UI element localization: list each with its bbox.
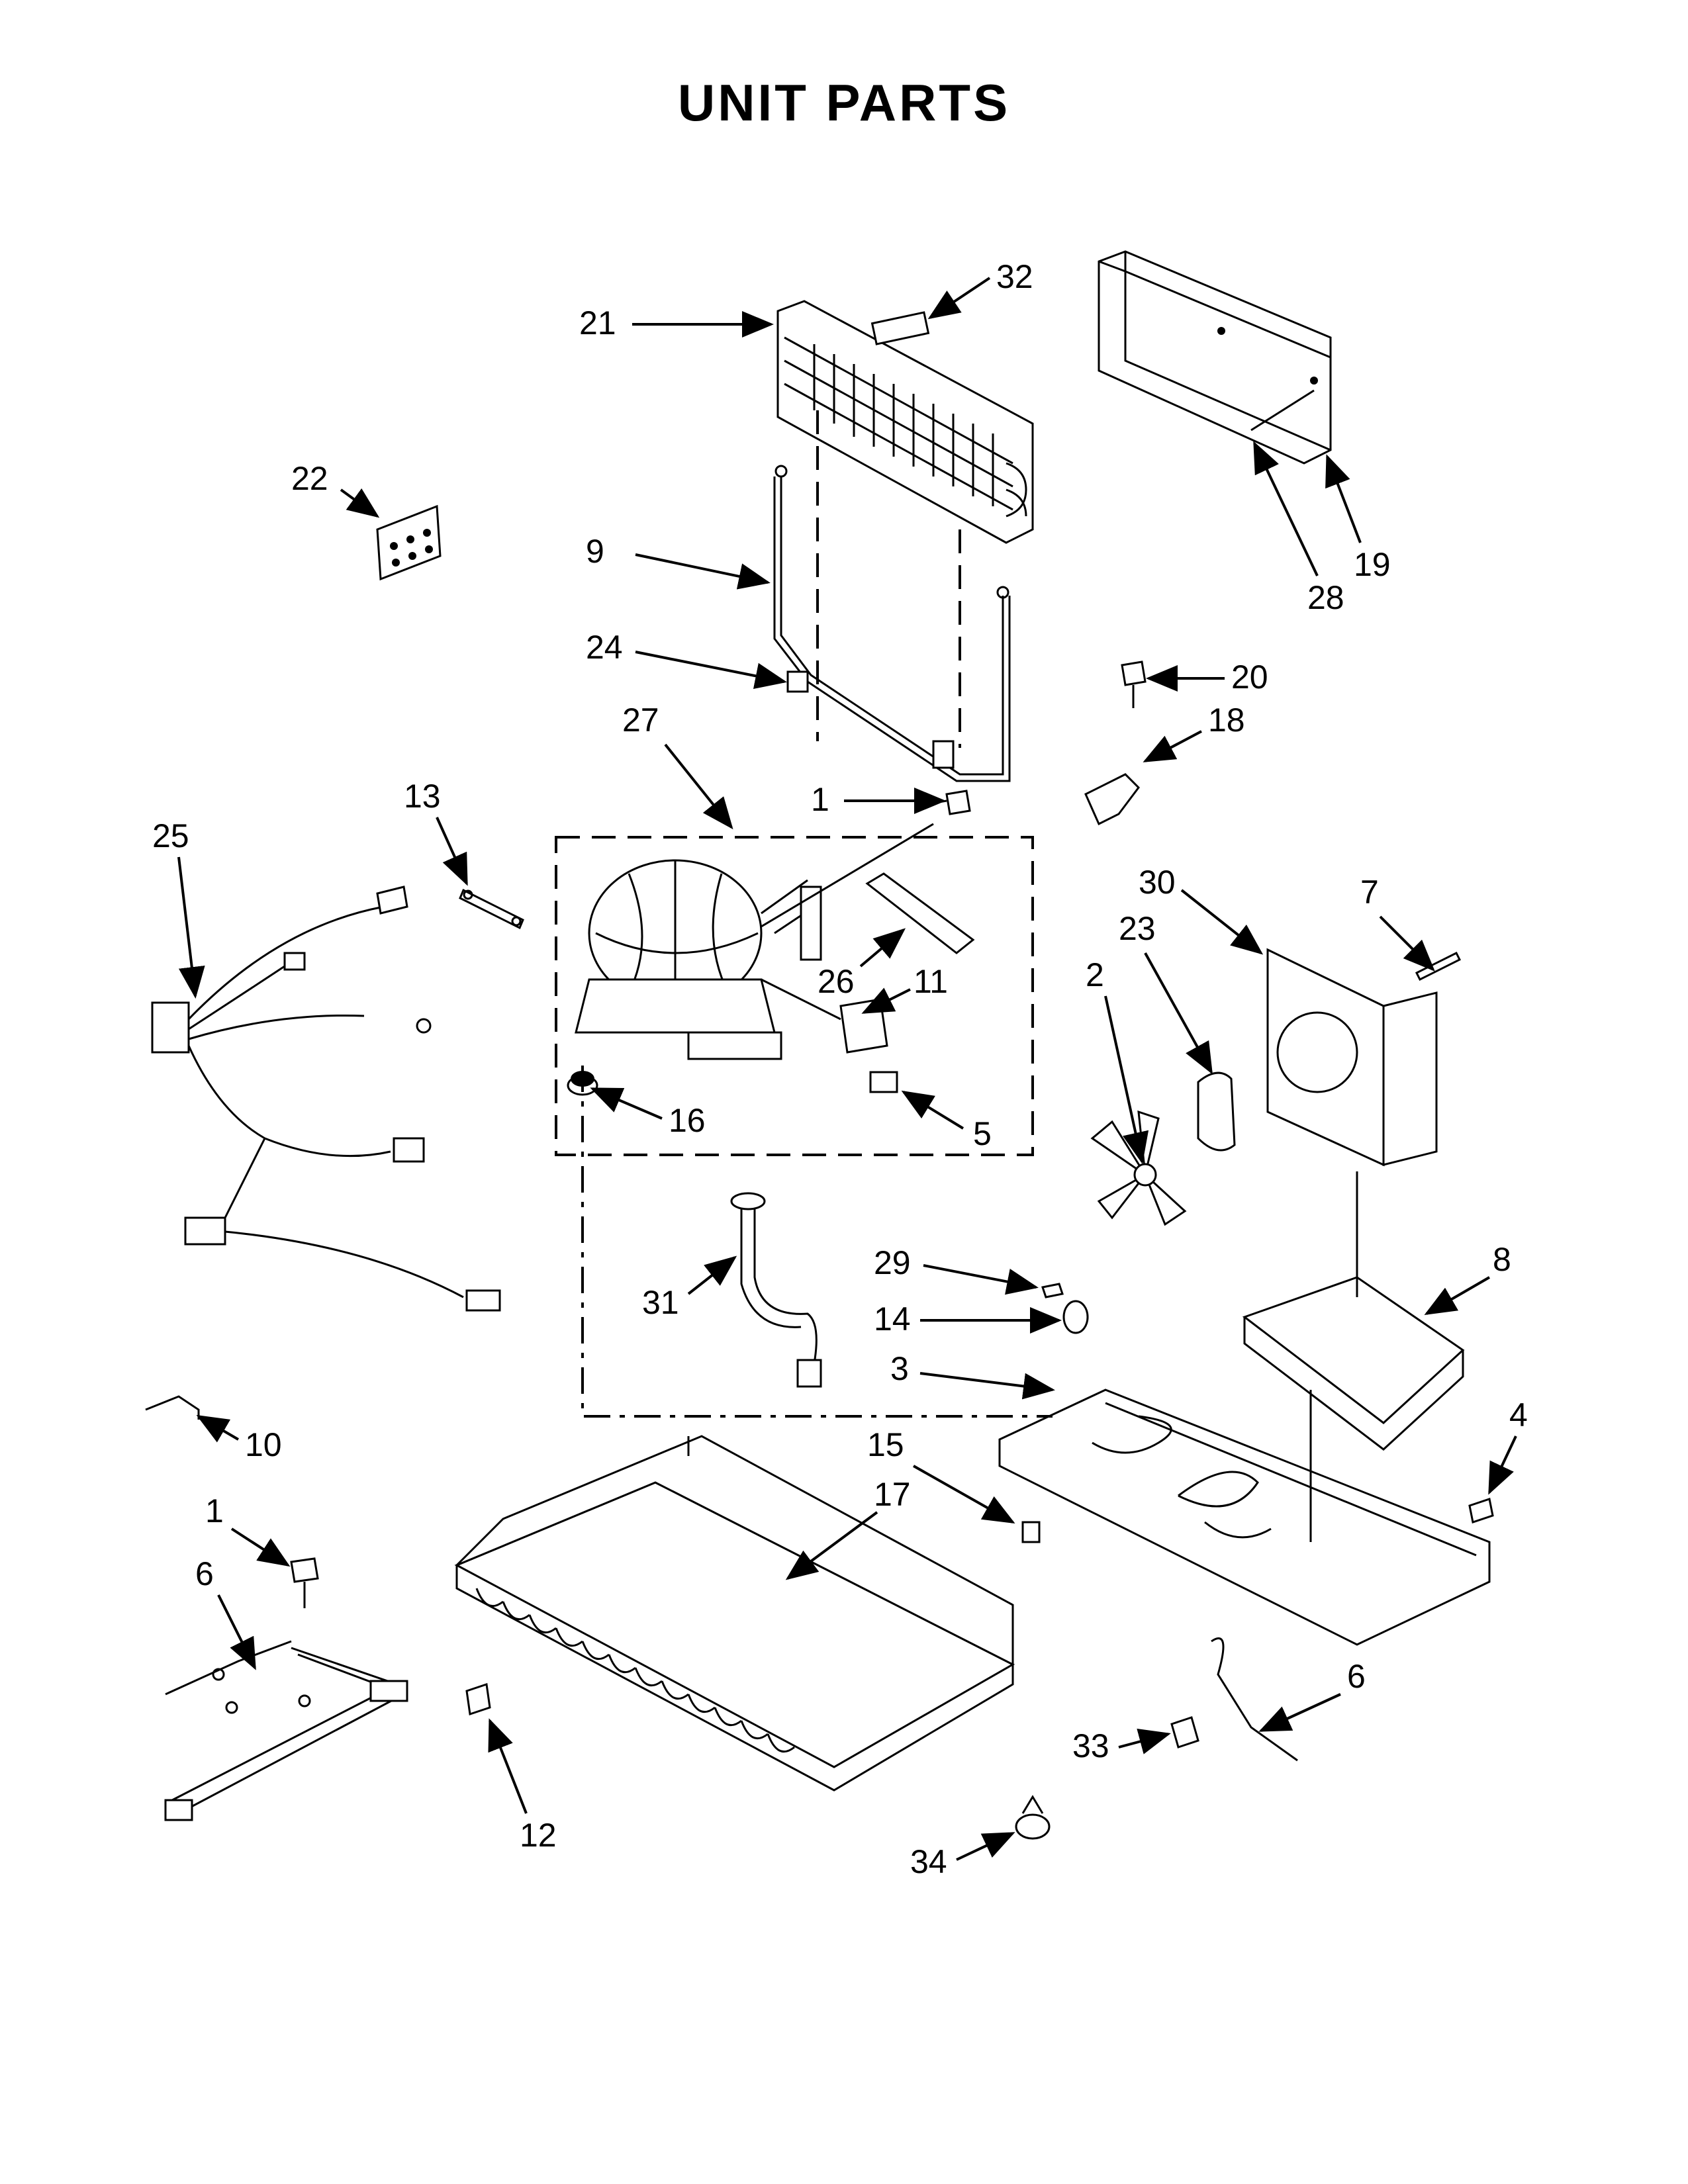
callout-4: 4: [1509, 1396, 1528, 1433]
callout-10: 9: [586, 533, 604, 570]
callout-8: 8: [1493, 1241, 1511, 1278]
callout-21: 20: [1231, 659, 1268, 696]
control-board: [376, 504, 442, 581]
callout-14: 13: [404, 778, 441, 815]
capacitor-34: [1170, 1716, 1199, 1749]
callout-labels: 32 21 22 9 24 19 28 20 18 27 1 13 25 30 …: [152, 258, 1528, 1880]
callout-3: 3: [890, 1350, 909, 1387]
callout-15: 14: [874, 1300, 911, 1338]
callout-17: 16: [669, 1102, 706, 1139]
base-tray: [998, 1304, 1491, 1646]
fan-shroud: [1266, 948, 1438, 1167]
fitting-35: [1015, 1795, 1051, 1840]
callout-34: 33: [1072, 1727, 1109, 1764]
defrost-heater: [773, 465, 1011, 782]
callout-11: 10: [245, 1426, 282, 1463]
wire-harness: [151, 886, 501, 1312]
callout-31: 30: [1139, 864, 1176, 901]
evaporator-coil: [776, 300, 1034, 544]
callout-2: 2: [1086, 956, 1104, 993]
callout-23: 22: [291, 460, 328, 497]
screw-4: [1468, 1498, 1494, 1524]
callout-6: 6: [1347, 1658, 1366, 1695]
guide-line: [1309, 1171, 1358, 1542]
callout-28: 27: [622, 702, 659, 739]
callout-5: 5: [973, 1115, 992, 1152]
compressor-bolt: [926, 790, 971, 815]
bracket-19: [1084, 773, 1140, 826]
callout-33: 32: [996, 258, 1033, 295]
bracket: [1242, 1276, 1465, 1451]
compressor: [575, 823, 934, 1060]
callout-26: 25: [152, 817, 189, 854]
fan-blade: [1090, 1110, 1187, 1226]
spacer-30: [1041, 1283, 1064, 1298]
grommet-15: [1062, 1300, 1089, 1334]
shroud-screw: [1415, 951, 1462, 981]
callout-13: 12: [520, 1817, 557, 1854]
callout-22: 21: [579, 304, 616, 341]
callout-18: 17: [874, 1476, 911, 1513]
callout-27: 26: [818, 963, 855, 1000]
callout-7: 6: [195, 1555, 214, 1592]
screw-16: [1021, 1521, 1041, 1543]
clip: [465, 1683, 491, 1715]
drain-tube: [730, 1192, 822, 1388]
fan-motor: [1197, 1071, 1236, 1152]
callout-20: 19: [1354, 546, 1391, 583]
callout-16: 15: [867, 1426, 904, 1463]
page-title: UNIT PARTS: [677, 73, 1011, 132]
callout-30: 29: [874, 1244, 911, 1281]
callout-25: 24: [586, 629, 623, 666]
callout-12: 11: [914, 963, 948, 1000]
screw-21: [1121, 660, 1147, 708]
drier: [865, 872, 975, 954]
callout-1-top: 1: [811, 781, 829, 818]
callout-9: 7: [1360, 874, 1379, 911]
callout-32: 31: [642, 1284, 679, 1321]
condenser: [454, 1435, 1015, 1792]
screw: [290, 1557, 319, 1608]
evaporator-cover: [1098, 250, 1332, 465]
wire-clip: [145, 1395, 200, 1420]
wire-6: [1211, 1637, 1298, 1762]
callout-35: 34: [910, 1843, 947, 1880]
compressor-assembly-box: [555, 836, 1034, 1156]
strap: [459, 888, 524, 930]
callout-29: 28: [1307, 579, 1344, 616]
guide-line: [581, 1066, 1053, 1418]
callout-19: 18: [1208, 702, 1245, 739]
overload: [869, 1071, 898, 1093]
callout-1-bottom: 1: [205, 1492, 224, 1529]
callout-24: 23: [1119, 910, 1156, 947]
wire-assembly: [164, 1640, 408, 1821]
